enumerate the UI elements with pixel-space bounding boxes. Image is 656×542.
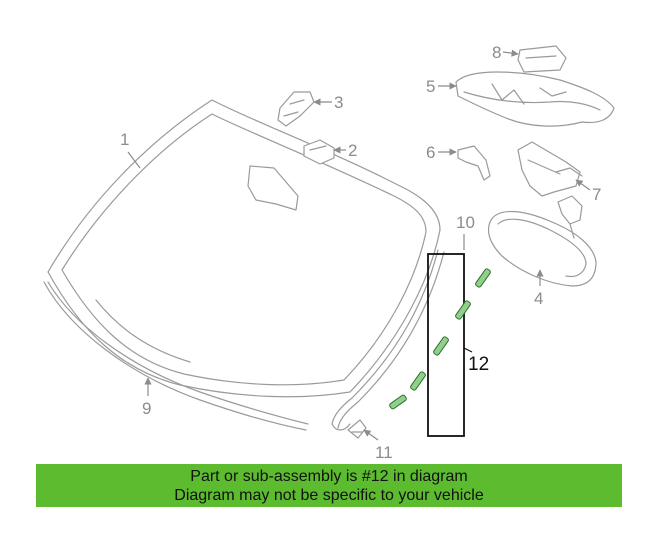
- banner-line-1: Part or sub-assembly is #12 in diagram: [190, 467, 468, 485]
- lower-moulding: [43, 281, 309, 431]
- banner-line-2: Diagram may not be specific to your vehi…: [174, 486, 484, 504]
- rearview-mirror: [487, 195, 597, 287]
- callout-3: 3: [313, 93, 343, 112]
- highlighted-clips: [389, 253, 491, 437]
- clip-4: [410, 371, 426, 391]
- cover-piece: [517, 45, 567, 73]
- svg-text:12: 12: [468, 354, 489, 375]
- sensor-bracket: [277, 91, 315, 127]
- callout-4: 4: [534, 269, 544, 308]
- mirror-mount-cover: [517, 141, 583, 197]
- callout-5: 5: [426, 77, 457, 96]
- callout-8: 8: [492, 43, 519, 62]
- callout-1: 1: [120, 130, 141, 169]
- highlight-box: [427, 253, 465, 437]
- mirror-cover: [455, 71, 615, 127]
- info-banner: Part or sub-assembly is #12 in diagram D…: [36, 464, 622, 507]
- clip-3: [433, 336, 449, 356]
- callout-2: 2: [333, 141, 357, 160]
- clip-2: [455, 300, 471, 320]
- svg-text:5: 5: [426, 77, 435, 96]
- callout-10: 10: [456, 213, 475, 250]
- svg-text:7: 7: [592, 185, 601, 204]
- callout-11: 11: [363, 429, 393, 462]
- windshield-glass: [47, 99, 441, 398]
- svg-text:2: 2: [348, 141, 357, 160]
- svg-text:10: 10: [456, 213, 475, 232]
- side-moulding: [331, 249, 445, 431]
- svg-text:3: 3: [334, 93, 343, 112]
- svg-text:8: 8: [492, 43, 501, 62]
- svg-text:6: 6: [426, 143, 435, 162]
- svg-text:4: 4: [534, 289, 543, 308]
- callout-7: 7: [575, 179, 601, 204]
- small-bracket: [457, 145, 491, 181]
- callout-9: 9: [142, 377, 152, 418]
- svg-text:1: 1: [120, 130, 129, 149]
- clip-5: [389, 394, 407, 410]
- rain-sensor: [303, 139, 335, 165]
- clip-part: [347, 419, 367, 439]
- svg-text:9: 9: [142, 399, 151, 418]
- svg-text:11: 11: [375, 443, 393, 462]
- clip-1: [475, 268, 491, 288]
- callout-6: 6: [426, 143, 457, 162]
- callout-12: 12: [468, 354, 489, 375]
